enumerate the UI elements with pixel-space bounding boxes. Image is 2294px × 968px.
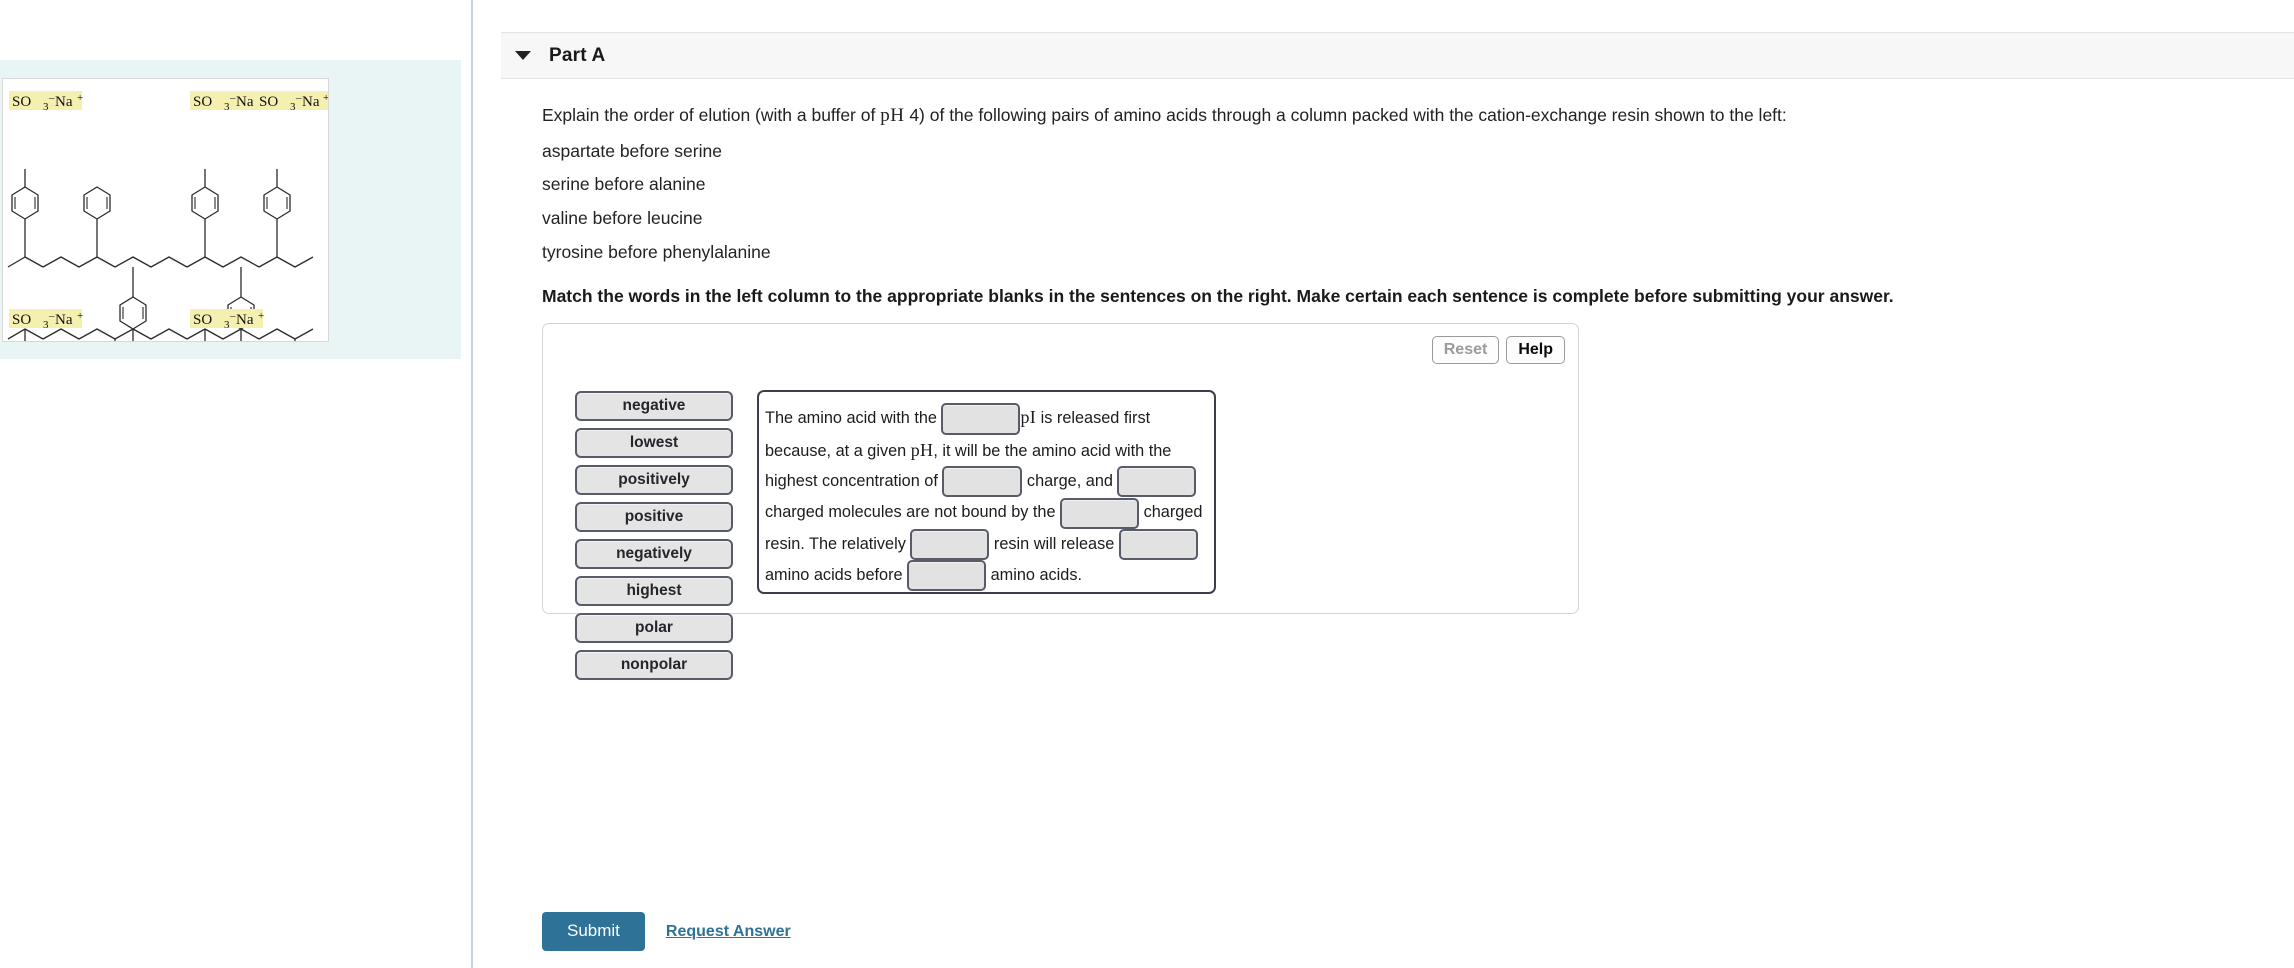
svg-text:SO: SO [12, 94, 31, 110]
resin-structure-figure: SO 3 – Na + SO 3 – Na + SO 3 [2, 78, 329, 342]
question-prompt: Explain the order of elution (with a buf… [542, 98, 2294, 135]
sentence-part-7: resin will release [989, 534, 1119, 553]
word-chip-highest[interactable]: highest [575, 576, 733, 606]
svg-text:–: – [229, 310, 236, 322]
resin-structure-svg: SO 3 – Na + SO 3 – Na + SO 3 [7, 91, 328, 341]
svg-text:3: 3 [43, 319, 49, 331]
word-chip-lowest[interactable]: lowest [575, 428, 733, 458]
answer-blank-6[interactable] [1118, 528, 1198, 560]
help-button[interactable]: Help [1506, 336, 1565, 365]
svg-text:SO: SO [193, 94, 212, 110]
part-title: Part A [549, 44, 606, 66]
sentence-part-9: amino acids. [986, 565, 1083, 584]
drag-drop-container: Reset Help negative lowest positively po… [542, 323, 1579, 680]
svg-text:–: – [295, 92, 302, 104]
triangle-down-icon[interactable] [515, 51, 531, 60]
word-chip-positively[interactable]: positively [575, 465, 733, 495]
pair-item: aspartate before serine [542, 140, 722, 161]
sentence-part-8: amino acids before [765, 565, 908, 584]
word-chip-nonpolar[interactable]: nonpolar [575, 650, 733, 680]
reset-button[interactable]: Reset [1431, 336, 1500, 365]
sentence-part-1: The amino acid with the [765, 409, 942, 427]
svg-text:Na: Na [236, 94, 254, 110]
submit-button[interactable]: Submit [542, 912, 645, 951]
word-chip-negative[interactable]: negative [575, 391, 733, 421]
svg-text:+: + [258, 310, 264, 322]
svg-text:SO: SO [12, 312, 31, 328]
svg-text:–: – [48, 92, 55, 104]
pi-symbol: pI [1020, 407, 1037, 427]
match-instruction: Match the words in the left column to th… [542, 286, 1894, 306]
svg-text:Na: Na [55, 312, 73, 328]
svg-text:+: + [77, 310, 83, 322]
svg-text:Na: Na [236, 312, 254, 328]
ph-symbol: pH [880, 105, 905, 126]
figure-sidebar: SO 3 – Na + SO 3 – Na + SO 3 [0, 0, 473, 968]
ph-symbol-2: pH [910, 439, 934, 460]
answer-blank-1[interactable] [941, 402, 1021, 435]
svg-text:3: 3 [43, 101, 49, 113]
action-row: Submit Request Answer [542, 912, 791, 951]
word-chip-positive[interactable]: positive [575, 502, 733, 532]
svg-text:Na: Na [302, 94, 320, 110]
part-header[interactable]: Part A [501, 32, 2294, 79]
sentence-part-6: charged resin. The relatively [765, 503, 1203, 553]
question-text: Explain the order of elution (with a buf… [542, 98, 2294, 270]
sentence-answer-box: The amino acid with the pI is released f… [757, 390, 1216, 594]
svg-text:–: – [229, 92, 236, 104]
sulfonate-highlight [9, 91, 82, 110]
svg-text:+: + [323, 92, 328, 104]
pair-item: serine before alanine [542, 174, 706, 195]
sentence-part-3: , it will be the amino acid with the hig… [765, 441, 1172, 491]
svg-text:SO: SO [193, 312, 212, 328]
answer-blank-4[interactable] [1060, 497, 1140, 529]
answer-blank-5[interactable] [910, 528, 990, 560]
word-chip-polar[interactable]: polar [575, 613, 733, 643]
prompt-pre: Explain the order of elution (with a buf… [542, 105, 881, 125]
problem-panel: Part A Explain the order of elution (wit… [475, 0, 2294, 968]
sentence-part-4: charge, and [1022, 472, 1118, 491]
sentence-part-2: is released first because, at a given [765, 409, 1151, 460]
svg-text:3: 3 [224, 319, 230, 331]
figure-card: SO 3 – Na + SO 3 – Na + SO 3 [0, 60, 461, 359]
pair-item: tyrosine before phenylalanine [542, 241, 771, 262]
dd-toolbar: Reset Help [1431, 336, 1565, 365]
pair-item: valine before leucine [542, 208, 703, 229]
svg-text:SO: SO [259, 94, 278, 110]
svg-text:3: 3 [224, 101, 230, 113]
answer-blank-2[interactable] [942, 466, 1023, 498]
svg-text:3: 3 [290, 101, 296, 113]
answer-blank-7[interactable] [907, 560, 987, 592]
sentence-part-5: charged molecules are not bound by the [765, 503, 1061, 522]
word-bank: negative lowest positively positive nega… [575, 391, 733, 680]
svg-text:–: – [48, 310, 55, 322]
prompt-post: 4) of the following pairs of amino acids… [904, 105, 1787, 125]
answer-blank-3[interactable] [1117, 466, 1197, 498]
request-answer-link[interactable]: Request Answer [665, 922, 791, 940]
svg-text:+: + [77, 92, 83, 104]
word-chip-negatively[interactable]: negatively [575, 539, 733, 569]
svg-text:Na: Na [55, 94, 73, 110]
